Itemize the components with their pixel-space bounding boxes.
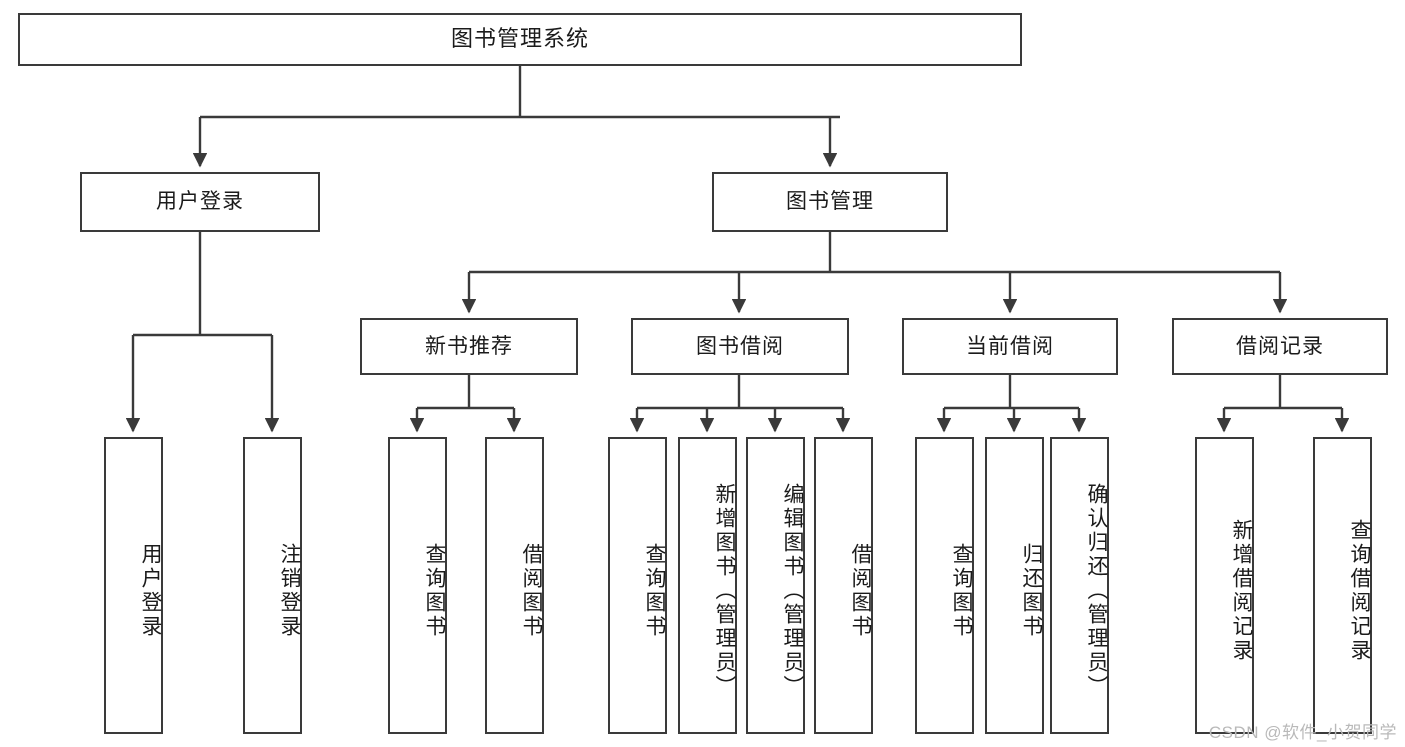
node-label: 当前借阅 xyxy=(966,334,1054,358)
node-leaf-add-borrow-record[interactable]: 新增借阅记录 xyxy=(1195,437,1254,734)
node-leaf-query-book-1[interactable]: 查询图书 xyxy=(388,437,447,734)
node-label: 编辑图书（管理员） xyxy=(781,482,804,699)
node-leaf-edit-book[interactable]: 编辑图书（管理员） xyxy=(746,437,805,734)
node-label: 新增图书（管理员） xyxy=(713,482,736,699)
node-label: 查询图书 xyxy=(950,542,973,639)
node-label: 借阅图书 xyxy=(849,542,872,639)
node-leaf-user-login[interactable]: 用户登录 xyxy=(104,437,163,734)
node-leaf-add-book[interactable]: 新增图书（管理员） xyxy=(678,437,737,734)
node-book-manage[interactable]: 图书管理 xyxy=(712,172,948,232)
node-new-book-recommend[interactable]: 新书推荐 xyxy=(360,318,578,375)
node-label: 查询图书 xyxy=(423,542,446,639)
node-leaf-borrow-book-2[interactable]: 借阅图书 xyxy=(814,437,873,734)
node-label: 图书管理 xyxy=(786,190,874,214)
node-borrow-record[interactable]: 借阅记录 xyxy=(1172,318,1388,375)
node-label: 图书管理系统 xyxy=(450,26,589,52)
node-label: 查询图书 xyxy=(643,542,666,639)
node-leaf-query-borrow-record[interactable]: 查询借阅记录 xyxy=(1313,437,1372,734)
node-label: 用户登录 xyxy=(139,542,162,639)
node-leaf-confirm-return[interactable]: 确认归还（管理员） xyxy=(1050,437,1109,734)
node-label: 借阅图书 xyxy=(520,542,543,639)
node-label: 确认归还（管理员） xyxy=(1085,482,1108,699)
node-label: 新增借阅记录 xyxy=(1230,518,1253,663)
node-label: 新书推荐 xyxy=(425,334,513,358)
node-leaf-query-book-2[interactable]: 查询图书 xyxy=(608,437,667,734)
node-label: 归还图书 xyxy=(1020,542,1043,639)
node-label: 查询借阅记录 xyxy=(1348,518,1371,663)
node-leaf-logout-login[interactable]: 注销登录 xyxy=(243,437,302,734)
node-current-borrow[interactable]: 当前借阅 xyxy=(902,318,1118,375)
node-label: 注销登录 xyxy=(278,542,301,639)
node-user-login[interactable]: 用户登录 xyxy=(80,172,320,232)
node-label: 图书借阅 xyxy=(696,334,784,358)
node-root-library-system[interactable]: 图书管理系统 xyxy=(18,13,1022,66)
node-leaf-query-book-3[interactable]: 查询图书 xyxy=(915,437,974,734)
node-label: 用户登录 xyxy=(156,190,244,214)
node-leaf-borrow-book-1[interactable]: 借阅图书 xyxy=(485,437,544,734)
node-book-borrow[interactable]: 图书借阅 xyxy=(631,318,849,375)
node-leaf-return-book[interactable]: 归还图书 xyxy=(985,437,1044,734)
csdn-watermark: CSDN @软件_小贺同学 xyxy=(1208,723,1397,742)
node-label: 借阅记录 xyxy=(1236,334,1324,358)
